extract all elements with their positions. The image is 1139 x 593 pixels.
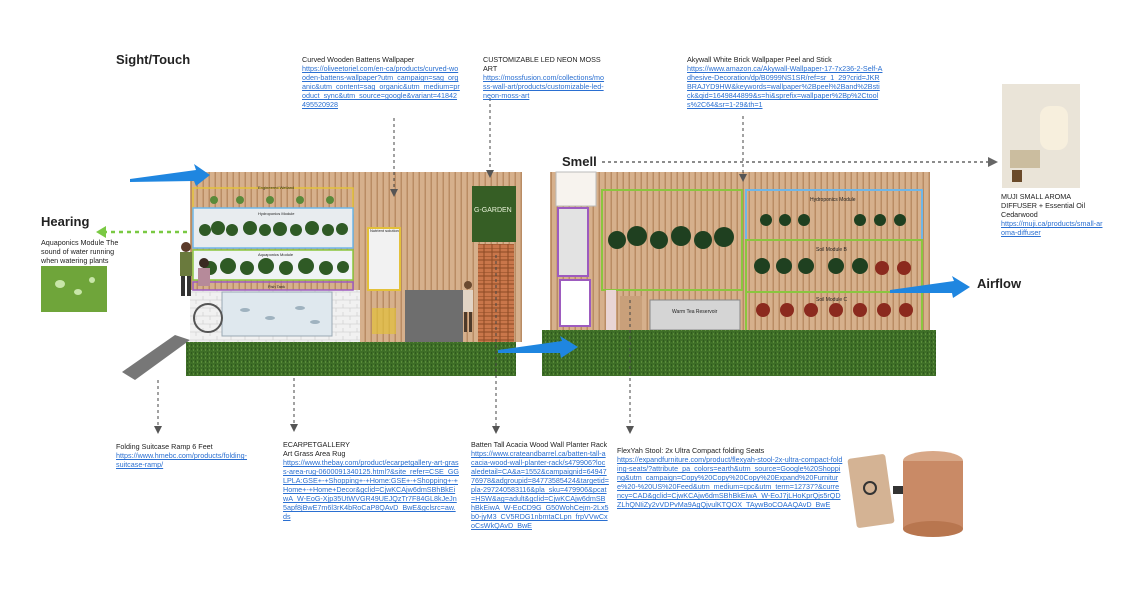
label-hydroponics-right: Hydroponics Module xyxy=(810,197,856,203)
annotation-neon-moss: CUSTOMIZABLE LED NEON MOSS ART https://m… xyxy=(483,55,605,100)
annotation-title: CUSTOMIZABLE LED NEON MOSS ART xyxy=(483,55,601,73)
dark-doorway xyxy=(405,290,463,342)
tea-reservoir xyxy=(649,299,741,331)
annotation-title: Curved Wooden Battens Wallpaper xyxy=(302,55,415,64)
annotation-link[interactable]: https://www.thebay.com/product/ecarpetga… xyxy=(283,458,459,521)
person-standing xyxy=(180,242,192,296)
person-plants xyxy=(463,281,473,332)
ramp xyxy=(122,335,190,380)
annotation-rug: ECARPETGALLERY Art Grass Area Rug https:… xyxy=(283,440,459,521)
annotation-link[interactable]: https://mossfusion.com/collections/moss-… xyxy=(483,73,605,100)
annotation-title: Akywall White Brick Wallpaper Peel and S… xyxy=(687,55,832,64)
fish-tank xyxy=(221,291,333,337)
side-panel xyxy=(367,227,401,291)
label-fish-tank: Fish Tank xyxy=(268,284,286,289)
stool-photo xyxy=(847,451,963,537)
label-aquaponics-left: Aquaponics Module xyxy=(258,252,294,257)
person-wheelchair xyxy=(193,258,223,333)
grass-rug-left xyxy=(186,342,516,376)
arrow-left-icon xyxy=(96,226,106,238)
moss-board xyxy=(472,186,516,242)
arrow-right-icon xyxy=(988,157,998,167)
annotation-title: MUJI SMALL AROMA DIFFUSER + Essential Oi… xyxy=(1001,192,1086,219)
section-label-sight-touch: Sight/Touch xyxy=(116,52,191,67)
label-hydroponics-left: Hydroponics Module xyxy=(258,211,295,216)
section-label-hearing: Hearing xyxy=(41,214,90,229)
annotation-link[interactable]: https://www.crateandbarrel.ca/batten-tal… xyxy=(471,449,609,530)
annotation-link[interactable]: https://muji.ca/products/small-aroma-dif… xyxy=(1001,219,1103,237)
arrow-right-icon xyxy=(130,164,210,186)
annotation-ramp: Folding Suitcase Ramp 6 Feet https://www… xyxy=(116,442,250,469)
section-label-smell: Smell xyxy=(562,154,597,169)
label-soil-b: Soil Module B xyxy=(816,247,847,253)
annotation-subtitle: Art Grass Area Rug xyxy=(283,449,346,458)
annotation-diffuser: MUJI SMALL AROMA DIFFUSER + Essential Oi… xyxy=(1001,192,1105,237)
annotation-title: Folding Suitcase Ramp 6 Feet xyxy=(116,442,213,451)
annotation-brick-wallpaper: Akywall White Brick Wallpaper Peel and S… xyxy=(687,55,883,109)
annotation-title: FlexYah Stool: 2x Ultra Compact folding … xyxy=(617,446,765,455)
label-green-sign: G-GARDEN xyxy=(474,207,512,214)
annotation-link[interactable]: https://oliveetoriel.com/en-ca/products/… xyxy=(302,64,460,109)
annotation-title: Batten Tall Acacia Wood Wall Planter Rac… xyxy=(471,440,608,449)
annotation-link[interactable]: https://www.amazon.ca/Akywall-Wallpaper-… xyxy=(687,64,883,109)
hearing-note: Aquaponics Module The sound of water run… xyxy=(41,238,119,265)
annotation-link[interactable]: https://www.hmebc.com/products/folding-s… xyxy=(116,451,248,469)
label-soil-c: Soil Module C xyxy=(816,297,848,303)
annotation-curved-battens: Curved Wooden Battens Wallpaper https://… xyxy=(302,55,460,109)
stool-in-scene xyxy=(620,296,642,332)
grass-rug-right xyxy=(542,330,936,376)
annotation-link[interactable]: https://expandfurniture.com/product/flex… xyxy=(617,455,843,509)
annotation-stool: FlexYah Stool: 2x Ultra Compact folding … xyxy=(617,446,843,509)
annotation-planter-rack: Batten Tall Acacia Wood Wall Planter Rac… xyxy=(471,440,609,530)
arrow-right-icon xyxy=(890,276,970,298)
label-side-panel: Nutrient solution xyxy=(370,228,399,233)
leaf-photo xyxy=(41,266,107,312)
arrow-right-icon xyxy=(498,336,578,358)
annotation-title: ECARPETGALLERY xyxy=(283,440,350,449)
label-reservoir: Warm Tea Reservoir xyxy=(672,309,718,315)
label-upper-shelf: Engineered Wetland xyxy=(258,185,295,190)
section-label-airflow: Airflow xyxy=(977,276,1022,291)
